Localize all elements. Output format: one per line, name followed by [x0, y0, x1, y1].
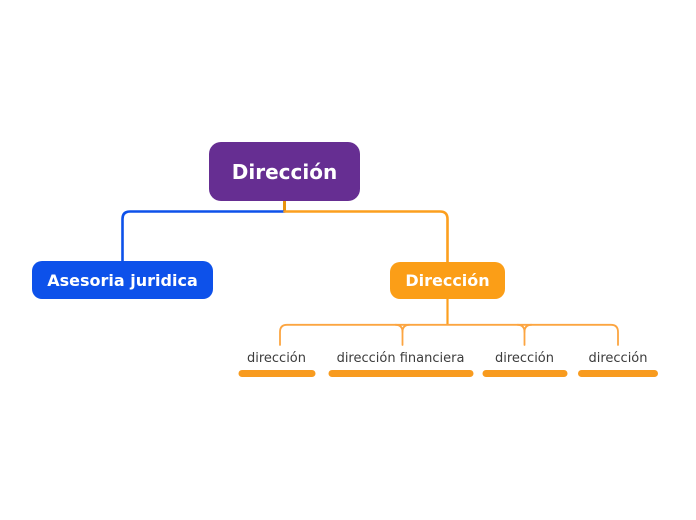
leaf-node-direccion-1-underline: [238, 370, 315, 377]
leaf-node-direccion-3[interactable]: dirección: [578, 350, 658, 377]
leaf-node-direccion-2-underline: [482, 370, 567, 377]
leaf2-drop-corner: [401, 323, 411, 333]
leaf3-drop-connector: [516, 323, 526, 346]
leaf-node-direccion-financiera[interactable]: dirección financiera: [328, 350, 473, 377]
leaf-bracket-connector: [279, 323, 619, 346]
leaf2-drop-connector: [394, 323, 404, 346]
node-direccion-child-label: Dirección: [405, 271, 490, 290]
leaf-node-direccion-3-label: dirección: [588, 351, 648, 366]
orange-connector: [283, 210, 449, 264]
leaf-node-direccion-1-label: dirección: [246, 351, 307, 366]
leaf-node-direccion-1[interactable]: dirección: [238, 350, 315, 377]
leaf3-drop-corner: [523, 323, 533, 333]
leaf-node-direccion-financiera-label: dirección financiera: [336, 351, 465, 366]
node-asesoria-juridica[interactable]: Asesoria juridica: [32, 261, 213, 299]
node-direccion-root-label: Dirección: [231, 159, 338, 184]
leaf-node-direccion-financiera-underline: [328, 370, 473, 377]
node-direccion-child[interactable]: Dirección: [390, 262, 505, 299]
leaf-node-direccion-2[interactable]: dirección: [482, 350, 567, 377]
blue-connector: [121, 210, 286, 263]
leaf-node-direccion-3-underline: [578, 370, 658, 377]
node-direccion-root[interactable]: Dirección: [209, 142, 360, 201]
node-asesoria-juridica-label: Asesoria juridica: [47, 270, 198, 290]
leaf-node-direccion-2-label: dirección: [494, 351, 555, 366]
